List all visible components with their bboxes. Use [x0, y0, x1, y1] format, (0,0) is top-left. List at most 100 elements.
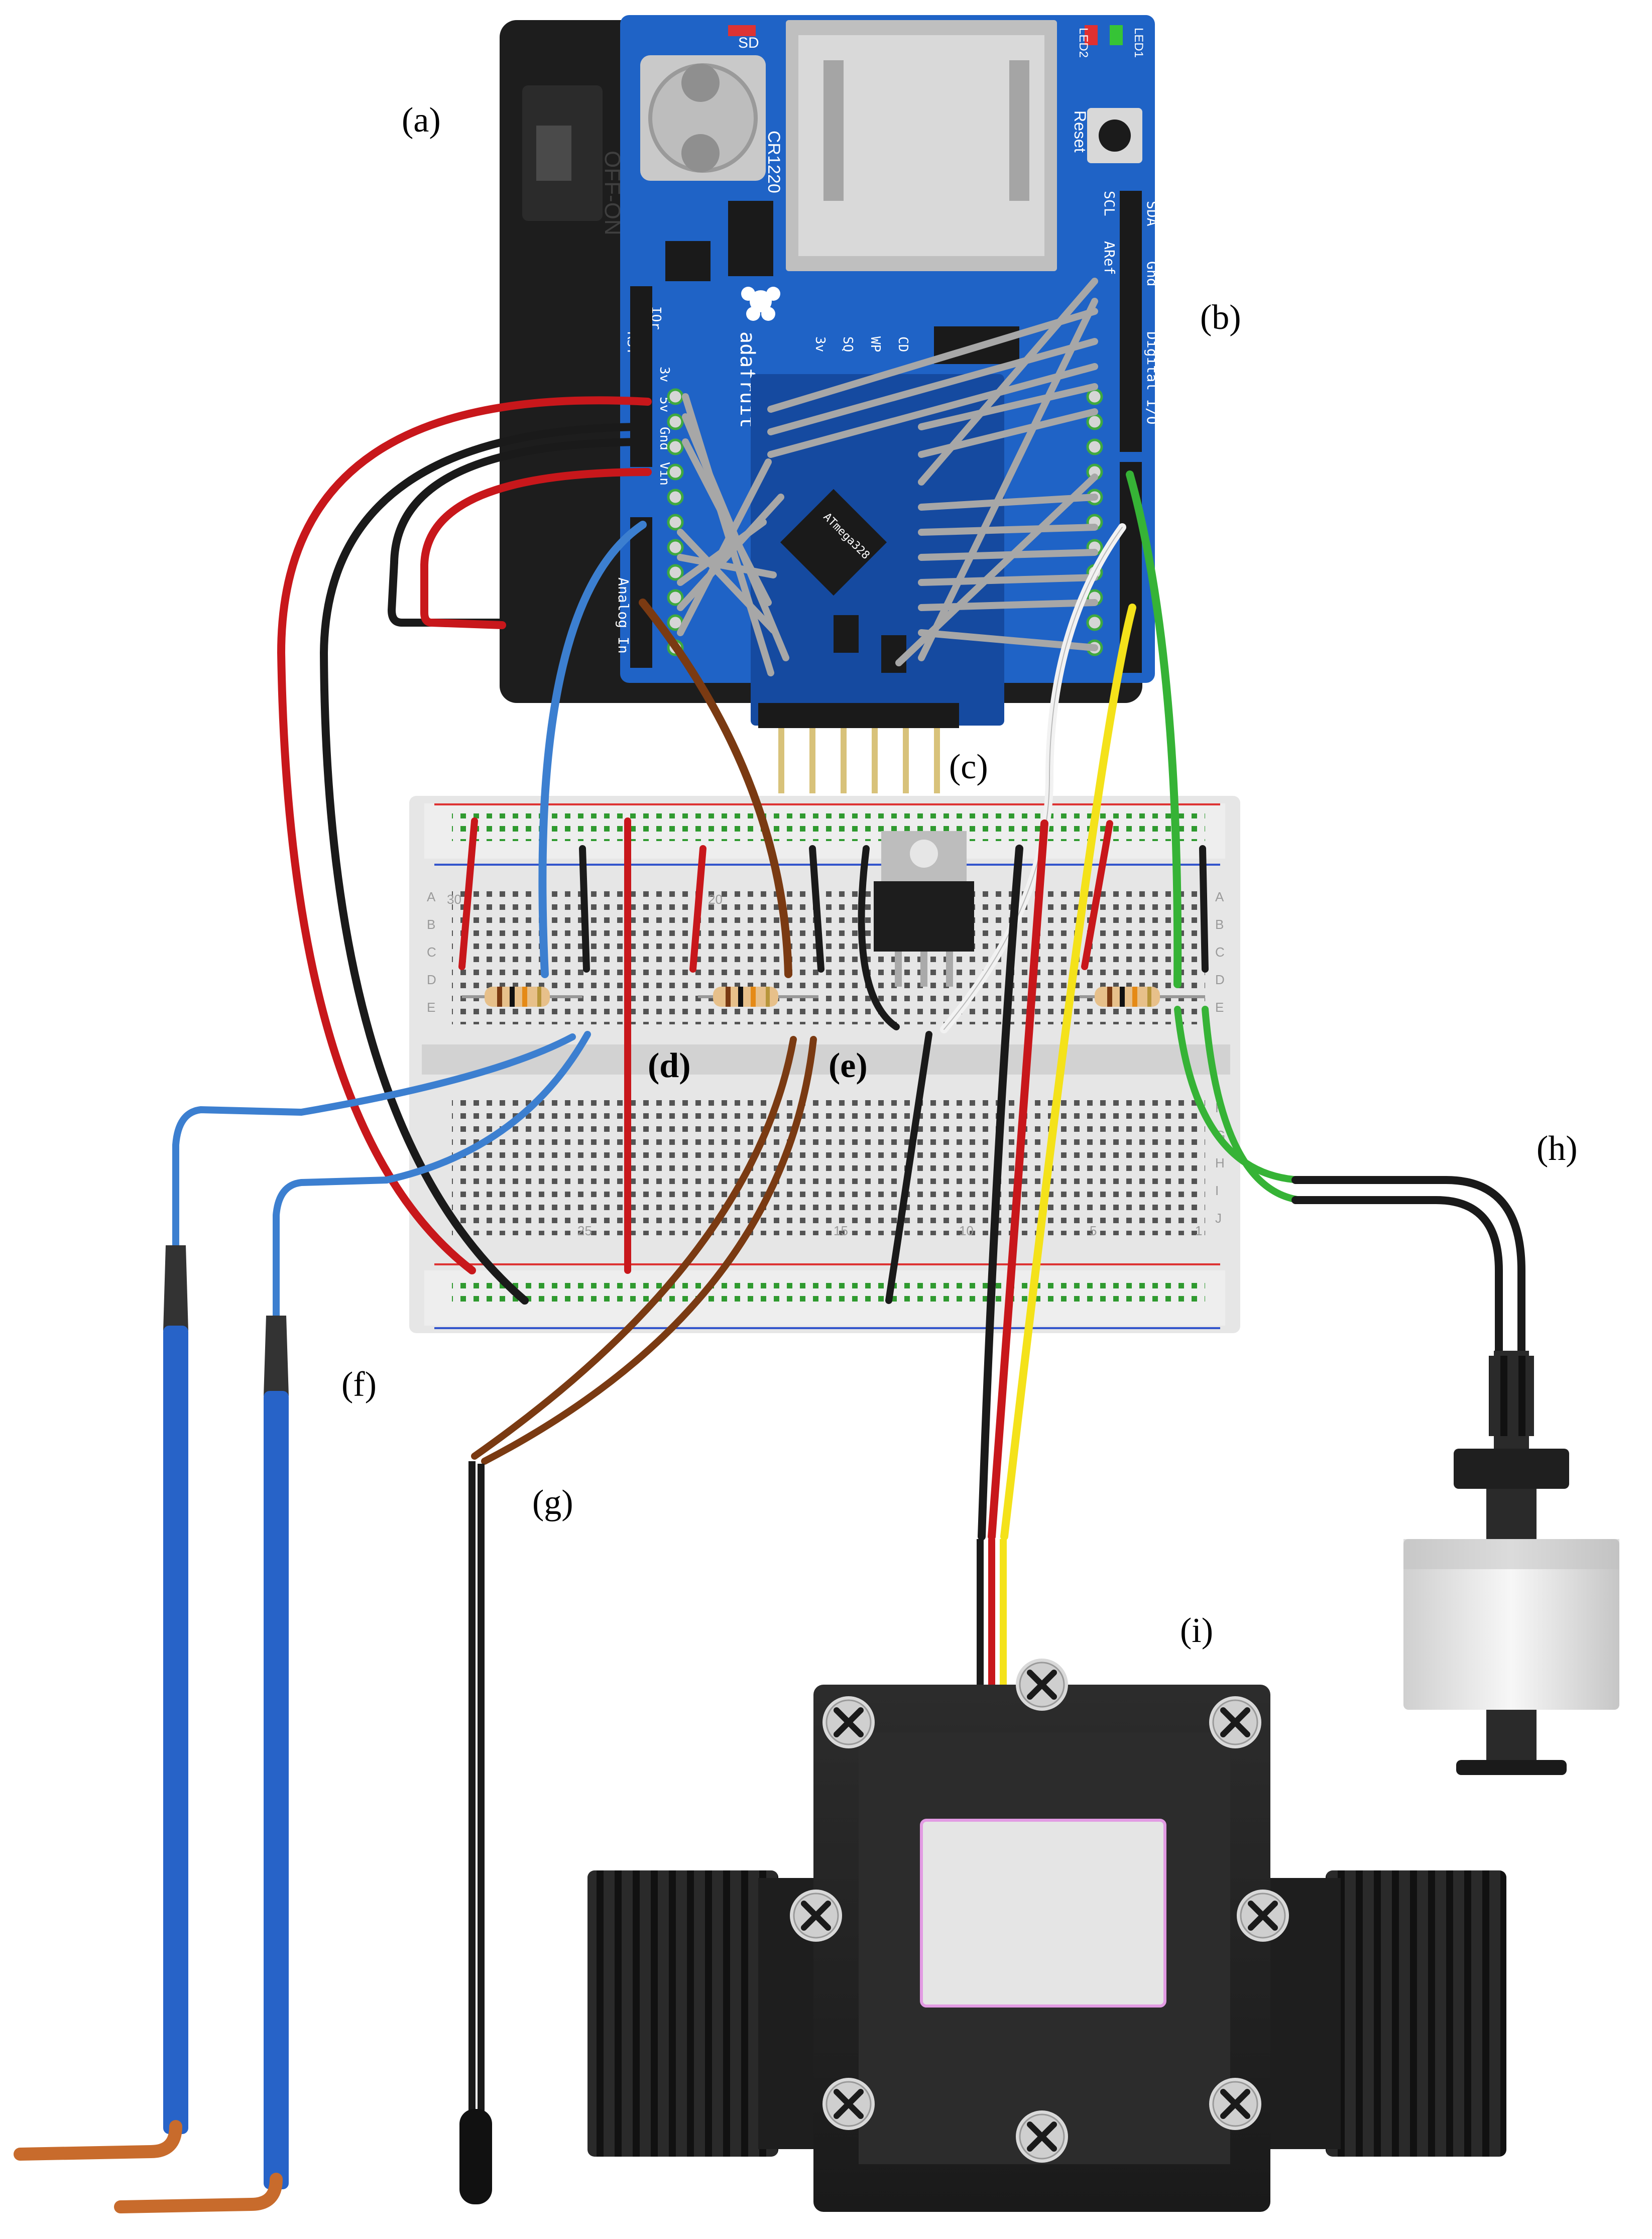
- solder-pad: [1086, 413, 1103, 430]
- solder-pad: [667, 489, 684, 506]
- solder-pad: [667, 589, 684, 606]
- row-letter: C: [1215, 945, 1225, 960]
- header-pin: [809, 723, 815, 793]
- digital-header-strip-top: [1120, 191, 1142, 452]
- column-number: 25: [577, 1223, 592, 1238]
- pin-label: 3v: [657, 367, 672, 382]
- row-letter: H: [1215, 1155, 1225, 1170]
- row-letter: D: [1215, 972, 1225, 987]
- black-jumper: [1199, 845, 1209, 973]
- float-body: [1403, 1539, 1619, 1710]
- column-numbers: 30 25 20 15 10 5 1: [447, 892, 1202, 1238]
- pin-label: Gnd: [1144, 261, 1160, 287]
- solder-pad: [1086, 388, 1103, 405]
- breadboard-jumpers: [458, 817, 1209, 1304]
- float-switch: [1403, 1351, 1619, 1775]
- probe: [114, 1316, 289, 2213]
- analog-header-strip: [630, 517, 652, 668]
- red-jumper: [689, 845, 706, 973]
- row-letter: E: [427, 1000, 435, 1015]
- long-wires: [172, 396, 1525, 1541]
- label-a: (a): [402, 101, 441, 140]
- programming-header: [778, 723, 940, 793]
- label-c: (c): [949, 748, 988, 786]
- resistor: [462, 987, 582, 1007]
- led1: [1110, 25, 1123, 45]
- solder-pad: [667, 564, 684, 581]
- screw-icon: [822, 1696, 875, 1748]
- resistors: [462, 987, 1205, 1007]
- figure-labels: (a) (b) (c) (d) (e) (f) (g) (h) (i): [341, 101, 1578, 1650]
- screw-icon: [790, 1890, 842, 1942]
- top-pins: SCL SDA ARef Gnd Digital I/O: [1101, 191, 1160, 424]
- crystal: [728, 201, 773, 276]
- mid-pin-label: SQ: [840, 336, 855, 352]
- pin-label: SCL: [1101, 191, 1118, 216]
- resistor: [1080, 987, 1205, 1007]
- column-number: 20: [708, 892, 723, 907]
- led2-label: LED2: [1077, 28, 1090, 58]
- thermistor-tip: [459, 2109, 492, 2204]
- label-e: (e): [829, 1046, 868, 1085]
- column-number: 10: [959, 1223, 974, 1238]
- pin-label: ARef: [1101, 241, 1118, 275]
- row-letter: A: [1215, 889, 1224, 904]
- mid-pin-label: 3v: [812, 336, 828, 352]
- row-letter: J: [1215, 1211, 1222, 1226]
- header-pin: [903, 723, 909, 793]
- row-letter: B: [1215, 917, 1224, 932]
- solder-pad: [1086, 438, 1103, 455]
- row-letter: I: [1215, 1183, 1219, 1198]
- temperature-probe: [459, 1461, 492, 2204]
- screw-icon: [1209, 2078, 1261, 2130]
- center-channel: [422, 1044, 1230, 1075]
- row-letter: B: [427, 917, 435, 932]
- reset-label: Reset: [1071, 110, 1089, 153]
- power-header-strip: [630, 286, 652, 467]
- mid-pin-label: WP: [868, 336, 883, 352]
- black-jumper: [809, 845, 824, 973]
- solder-pad: [667, 438, 684, 455]
- column-number: 15: [834, 1223, 848, 1238]
- row-letter: C: [427, 945, 436, 960]
- flow-sensor: [587, 1539, 1506, 2212]
- adafruit-logo-icon: [741, 287, 780, 321]
- screws: [790, 1659, 1289, 2163]
- label-i: (i): [1180, 1611, 1213, 1650]
- sd-label: SD: [738, 35, 759, 51]
- inlet-thread: [587, 1870, 778, 2157]
- column-number: 30: [447, 892, 461, 907]
- solder-pad: [667, 514, 684, 531]
- mid-pins: 3v SQ WP CD: [812, 336, 910, 352]
- rtc-chip: [665, 241, 711, 281]
- header-pin: [841, 723, 847, 793]
- label-g: (g): [532, 1483, 573, 1522]
- label-f: (f): [341, 1365, 377, 1404]
- black-jumper: [885, 1031, 932, 1304]
- header-pin: [934, 723, 940, 793]
- header-pin: [872, 723, 878, 793]
- label-h: (h): [1537, 1129, 1578, 1168]
- led2: [1085, 25, 1098, 45]
- solder-pad: [667, 413, 684, 430]
- red-jumper: [1081, 820, 1113, 970]
- solder-pad: [667, 463, 684, 481]
- pin-label: SDA: [1144, 201, 1160, 226]
- header-pin: [778, 723, 784, 793]
- digital-io-label: Digital I/O: [1144, 331, 1160, 424]
- conductivity-probes: [14, 1245, 289, 2213]
- power-switch[interactable]: [536, 126, 571, 181]
- solder-pad: [1086, 614, 1103, 631]
- row-letter: D: [427, 972, 436, 987]
- led1-label: LED1: [1132, 28, 1145, 58]
- analog-label: Analog In: [615, 577, 632, 654]
- solder-pad: [667, 539, 684, 556]
- screw-icon: [822, 2078, 875, 2130]
- data-logger-shield: CR1220 SD LED2 LED1 Reset adafruit: [615, 15, 1160, 793]
- outlet-thread: [1326, 1870, 1506, 2157]
- black-jumper: [579, 845, 590, 973]
- column-number: 1: [1195, 1223, 1202, 1238]
- label-b: (b): [1200, 298, 1241, 337]
- label-d: (d): [648, 1046, 691, 1085]
